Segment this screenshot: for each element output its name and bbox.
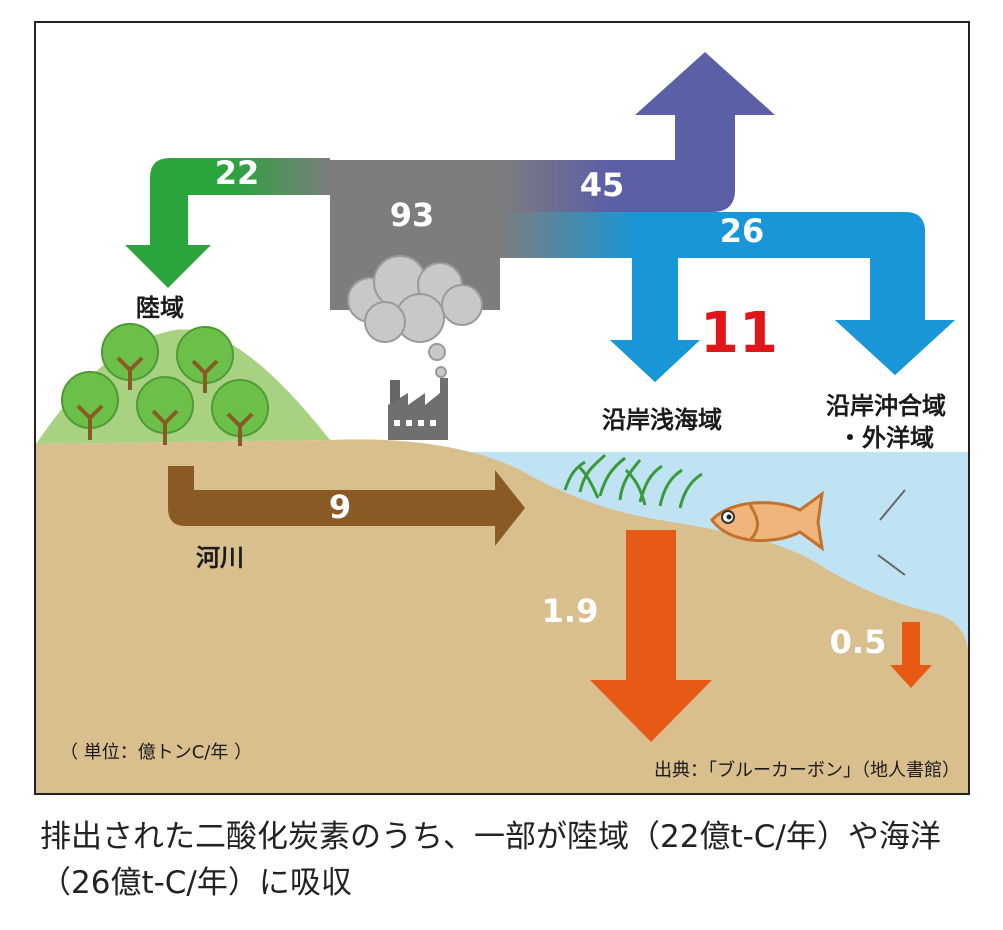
river-label: 河川	[196, 544, 244, 572]
carbon-flow-diagram: 93 45 22 26 11 9 1.9 0.5 陸域 河川 沿岸浅海域 沿岸沖…	[34, 21, 970, 795]
river-arrow	[168, 466, 525, 546]
river-value: 9	[329, 488, 351, 526]
unit-note: （ 単位：億トンC/年 ）	[60, 742, 252, 763]
land-uptake-value: 22	[215, 154, 260, 192]
tree-icon	[61, 371, 119, 440]
offshore-label-line2: ・外洋域	[838, 424, 934, 452]
land-label: 陸域	[136, 294, 184, 322]
sediment-arrow-offshore	[890, 622, 932, 688]
soil	[36, 439, 968, 793]
source-note: 出典：「ブルーカーボン」（地人書館）	[654, 759, 960, 781]
tree-icon	[101, 323, 159, 390]
tree-icon	[136, 376, 194, 445]
caption: 排出された二酸化炭素のうち、一部が陸域（22億t-C/年）や海洋（26億t-C/…	[40, 819, 941, 901]
tree-icon	[176, 326, 234, 393]
tree-icon	[211, 379, 269, 446]
shallow-coastal-label: 沿岸浅海域	[602, 406, 722, 434]
fish-icon	[710, 490, 825, 552]
sediment-arrow-shallow	[590, 530, 712, 742]
sediment-offshore-value: 0.5	[830, 623, 887, 661]
emission-value: 93	[390, 196, 435, 234]
atmosphere-arrow	[500, 52, 775, 212]
shallow-coastal-value: 11	[700, 301, 778, 366]
offshore-label-line1: 沿岸沖合域	[826, 392, 946, 420]
seagrass	[563, 453, 703, 509]
factory-icon	[388, 378, 448, 440]
ocean-uptake-arrows	[500, 212, 955, 382]
smoke-cloud	[347, 255, 483, 378]
trees	[61, 323, 269, 446]
ocean-uptake-value: 26	[720, 212, 765, 250]
sea-debris	[877, 489, 906, 576]
sediment-shallow-value: 1.9	[542, 592, 599, 630]
atmosphere-value: 45	[580, 166, 625, 204]
land-uptake-arrow	[125, 158, 330, 288]
